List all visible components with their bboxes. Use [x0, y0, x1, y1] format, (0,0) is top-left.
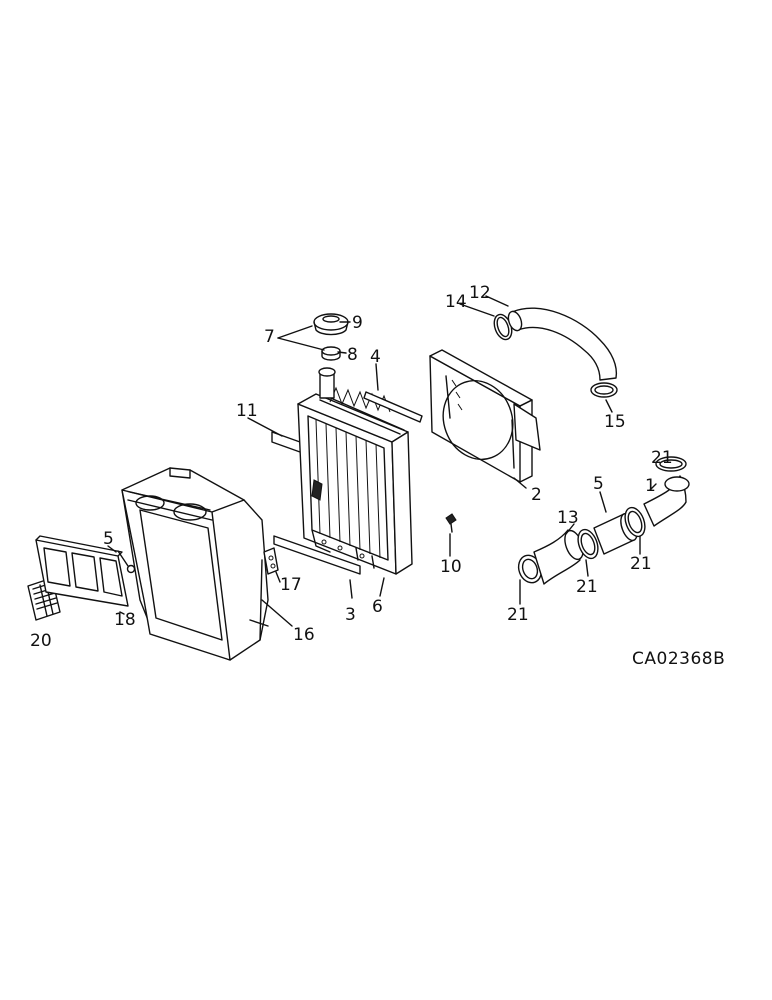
part-8-cap-seal [321, 346, 341, 361]
callout-21-right: 21 [630, 554, 652, 574]
callout-3: 3 [345, 605, 356, 625]
callout-8: 8 [347, 345, 358, 365]
callout-21-lower-left: 21 [507, 605, 529, 625]
callout-6: 6 [372, 597, 383, 617]
callout-4: 4 [370, 347, 381, 367]
callout-20: 20 [30, 631, 52, 651]
part-2-fan-shroud [429, 349, 541, 483]
part-6-radiator [297, 367, 413, 575]
part-21-clamp-lower-left [517, 554, 543, 584]
callout-9: 9 [352, 313, 363, 333]
callout-14: 14 [445, 292, 467, 312]
part-16-shroud [121, 467, 269, 661]
part-12-upper-hose [507, 307, 618, 381]
callout-10: 10 [440, 557, 462, 577]
callout-21-center: 21 [576, 577, 598, 597]
callout-11: 11 [236, 401, 258, 421]
callout-13: 13 [557, 508, 579, 528]
part-17-bracket [263, 547, 279, 575]
part-15-clamp [590, 382, 618, 398]
part-21-clamp-center [577, 528, 599, 560]
callout-18: 18 [114, 610, 136, 630]
part-21-clamp-top [655, 456, 687, 472]
part-1-hose-elbow [643, 475, 690, 527]
callout-7: 7 [264, 327, 275, 347]
part-9-radiator-cap [313, 313, 349, 336]
drawing-code: CA02368B [632, 649, 725, 669]
callout-21-top: 21 [651, 448, 673, 468]
part-4-top-strip [363, 391, 423, 423]
callout-5-left: 5 [103, 529, 114, 549]
part-3-lower-strip [273, 535, 361, 575]
callout-16: 16 [293, 625, 315, 645]
callout-5-right: 5 [593, 474, 604, 494]
callout-2: 2 [531, 485, 542, 505]
callout-17: 17 [280, 575, 302, 595]
part-10-screw [445, 513, 457, 533]
leader-lines [107, 295, 657, 627]
callout-12: 12 [469, 283, 491, 303]
callout-15: 15 [604, 412, 626, 432]
callout-1: 1 [645, 476, 656, 496]
